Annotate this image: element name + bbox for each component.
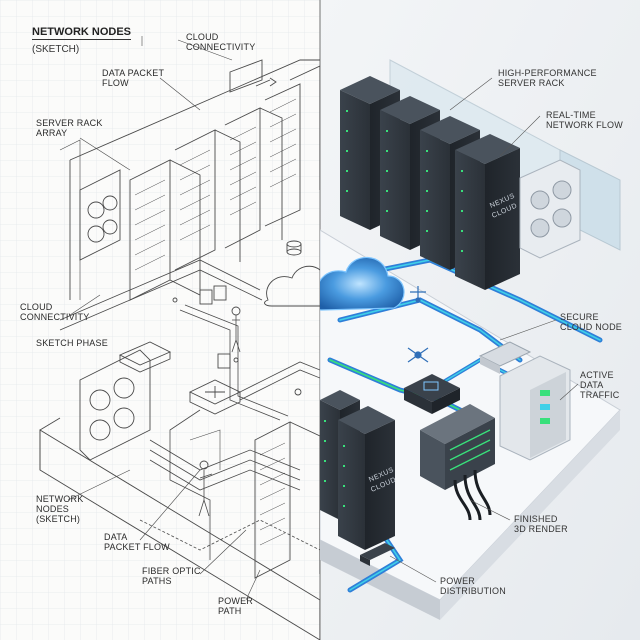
- hvac-unit-icon: [519, 159, 581, 259]
- label-real-time-flow: REAL-TIME NETWORK FLOW: [546, 110, 623, 130]
- server-rack-icon: [254, 421, 320, 579]
- label-power-path: POWER PATH: [218, 596, 254, 616]
- label-high-performance-rack: HIGH-PERFORMANCE SERVER RACK: [498, 68, 597, 88]
- network-hub-icon: [118, 341, 172, 373]
- router-icon: [404, 374, 460, 414]
- hvac-unit-icon: [79, 349, 151, 461]
- label-sketch-phase: SKETCH PHASE: [36, 338, 108, 348]
- label-cloud-connectivity-top: CLOUD CONNECTIVITY: [186, 32, 256, 52]
- sketch-drawing: [39, 36, 320, 640]
- server-rack-icon: [340, 76, 520, 290]
- label-data-packet-flow-top: DATA PACKET FLOW: [102, 68, 165, 88]
- network-hub-icon: [407, 347, 429, 363]
- server-rack-icon: [499, 355, 571, 461]
- cloud-icon: [264, 265, 320, 307]
- label-active-data-traffic: ACTIVE DATA TRAFFIC: [580, 370, 620, 400]
- network-switch: [420, 404, 495, 521]
- label-data-packet-flow-bottom: DATA PACKET FLOW: [104, 532, 170, 552]
- server-rack-icon: [129, 65, 320, 301]
- label-finished-render: FINISHED 3D RENDER: [514, 514, 568, 534]
- hvac-unit-icon: [79, 169, 121, 261]
- render-drawing: NEXUS CLOUD: [320, 59, 621, 620]
- cloud-icon: [320, 256, 405, 311]
- label-cloud-connectivity-left: CLOUD CONNECTIVITY: [20, 302, 90, 322]
- label-network-nodes-sketch: NETWORK NODES (SKETCH): [36, 494, 84, 524]
- wifi-icon: [410, 286, 426, 303]
- label-fiber-optic-paths: FIBER OPTIC PATHS: [142, 566, 201, 586]
- label-power-distribution: POWER DISTRIBUTION: [440, 576, 506, 596]
- server-rack-icon: [320, 390, 395, 550]
- page-subtitle: (SKETCH): [32, 44, 80, 55]
- label-server-rack-array: SERVER RACK ARRAY: [36, 118, 103, 138]
- label-secure-cloud-node: SECURE CLOUD NODE: [560, 312, 623, 332]
- sketch-half: [0, 0, 320, 640]
- page-title: NETWORK NODES: [32, 26, 131, 40]
